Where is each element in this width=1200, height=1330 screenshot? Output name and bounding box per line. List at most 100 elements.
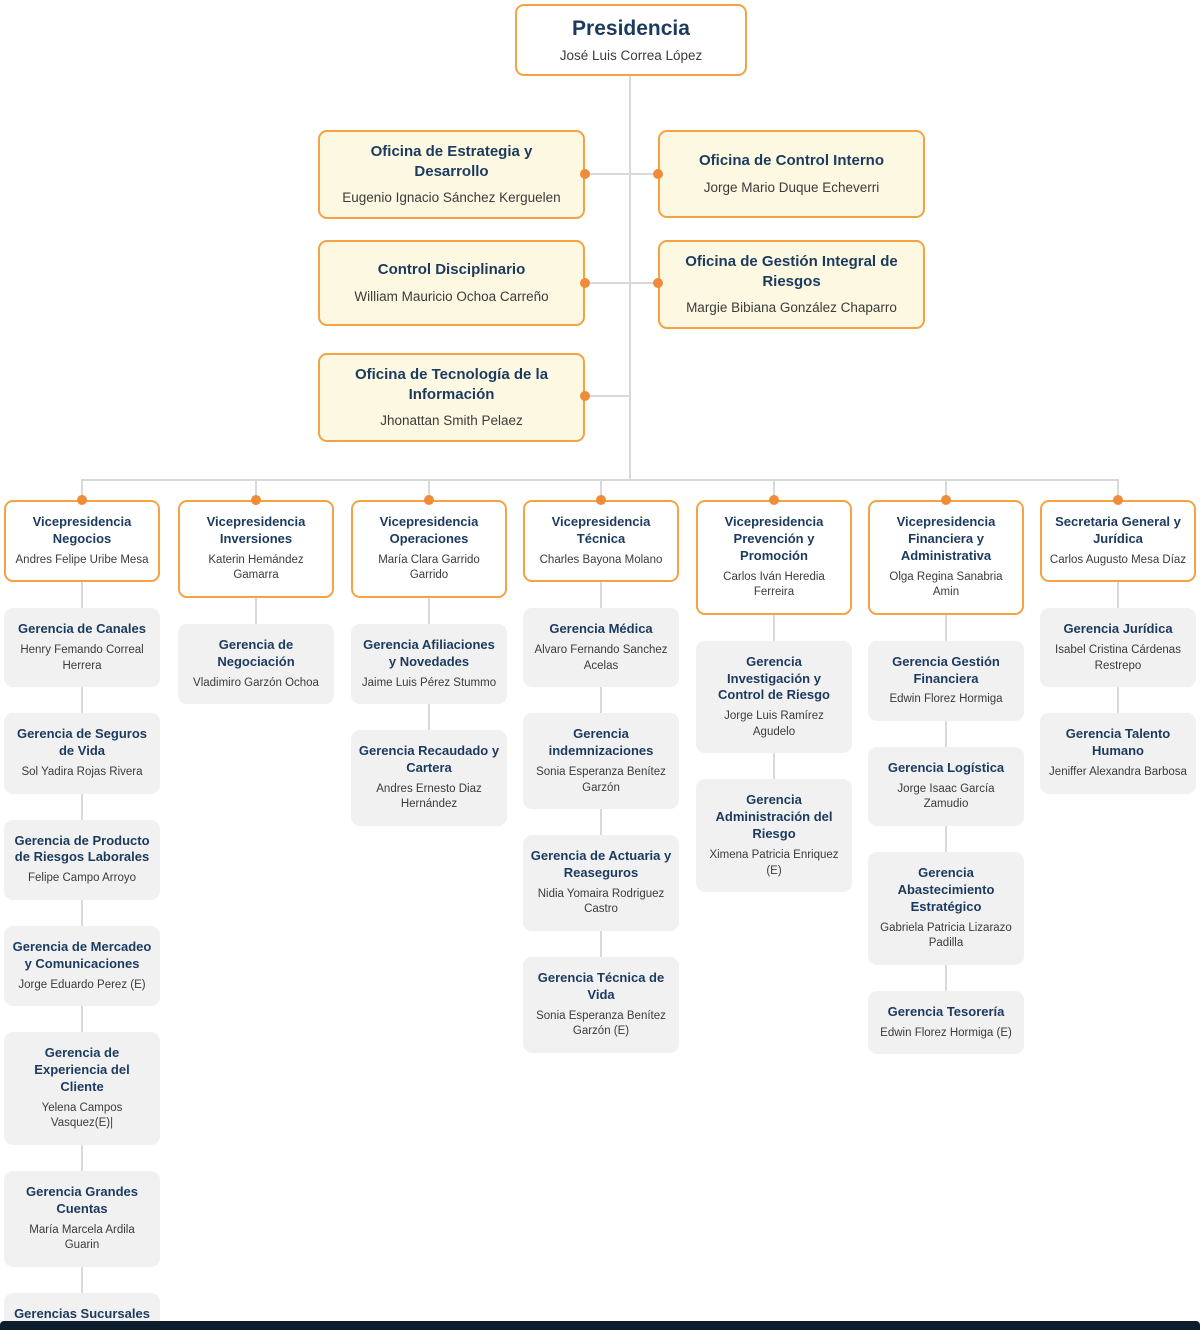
node-title: Vicepresidencia Inversiones <box>206 514 306 546</box>
connector-main-vertical <box>629 76 631 481</box>
node-person: María Clara Garrido Garrido <box>378 553 480 582</box>
node-person: Sonia Esperanza Benítez Garzón <box>536 766 666 794</box>
node-title: Presidencia <box>572 17 690 40</box>
node-title: Secretaria General y Jurídica <box>1055 514 1181 546</box>
connector-drop-5 <box>773 480 775 500</box>
junction-dot <box>653 278 663 288</box>
node-person: Jorge Eduardo Perez (E) <box>18 978 146 991</box>
connector-vertical <box>1117 687 1119 714</box>
node-title: Gerencia de Seguros de Vida <box>16 726 148 759</box>
node-person: Felipe Campo Arroyo <box>27 872 137 885</box>
connector-vertical <box>600 809 602 836</box>
node-person: Edwin Florez Hormiga <box>889 693 1003 706</box>
connector-vertical <box>81 1006 83 1033</box>
connector-vertical <box>81 582 83 609</box>
node-title: Gerencia de Negociación <box>217 636 295 669</box>
connector-row3-horizontal <box>585 395 630 397</box>
connector-vertical <box>600 582 602 609</box>
junction-dot <box>941 495 951 505</box>
node-title: Gerencia Talento Humano <box>1065 726 1171 759</box>
node-title: Vicepresidencia Prevención y Promoción <box>724 514 824 563</box>
node-person: Yelena Campos Vasquez(E)| <box>41 1101 123 1130</box>
node-title: Gerencia Recaudado y Cartera <box>358 743 500 775</box>
node-title: Oficina de Gestión Integral de Riesgos <box>685 253 898 290</box>
junction-dot <box>769 495 779 505</box>
node-title: Gerencia Gestión Financiera <box>892 653 1000 686</box>
junction-dot <box>653 169 663 179</box>
connector-vertical <box>945 614 947 641</box>
node-person: Margie Bibiana González Chaparro <box>686 300 897 315</box>
node-person: Jorge Mario Duque Echeverri <box>703 179 880 195</box>
node-person: Katerin Hemández Gamarra <box>208 553 304 582</box>
junction-dot <box>77 495 87 505</box>
node-title: Oficina de Control Interno <box>698 152 884 170</box>
junction-dot <box>580 391 590 401</box>
node-person: Ximena Patricia Enriquez (E) <box>709 849 839 877</box>
node-person: Vladimiro Garzón Ochoa <box>193 676 319 689</box>
junction-dot <box>596 495 606 505</box>
connector-drop-7 <box>1117 480 1119 500</box>
connector-row2-horizontal <box>585 282 658 284</box>
node-person: Isabel Cristina Cárdenas Restrepo <box>1055 644 1181 672</box>
connector-vertical <box>428 704 430 731</box>
vicepresidencia-node: Vicepresidencia Financiera y Administrat… <box>868 500 1024 615</box>
connector-vertical <box>945 825 947 852</box>
node-title: Gerencia indemnizaciones <box>548 726 654 759</box>
connector-vertical <box>81 687 83 714</box>
node-title: Gerencia Jurídica <box>1063 621 1173 637</box>
node-person: María Marcela Ardila Guarin <box>29 1223 135 1252</box>
node-title: Gerencia Logística <box>887 760 1005 775</box>
node-title: Gerencia de Canales <box>18 621 146 637</box>
node-person: Jorge Isaac García Zamudio <box>897 782 995 811</box>
junction-dot <box>424 495 434 505</box>
node-title: Gerencia Grandes Cuentas <box>26 1183 138 1216</box>
connector-vertical <box>81 793 83 820</box>
connector-drop-2 <box>255 480 257 500</box>
gerencia-node: Gerencia Investigación y Control de Ries… <box>696 640 852 754</box>
node-title: Gerencia Técnica de Vida <box>537 969 665 1002</box>
node-title: Vicepresidencia Negocios <box>32 514 132 546</box>
node-title: Gerencia Administración del Riesgo <box>715 792 833 842</box>
node-title: Gerencia Afiliaciones y Novedades <box>363 636 495 669</box>
node-oficina-control-interno: Oficina de Control Interno Jorge Mario D… <box>658 130 925 218</box>
node-title: Gerencias Sucursales <box>14 1305 150 1321</box>
node-title: Gerencia de Producto de Riesgos Laborale… <box>14 832 150 865</box>
connector-vertical <box>945 721 947 747</box>
node-title: Gerencia Médica <box>549 621 653 637</box>
connector-vertical <box>81 1266 83 1293</box>
node-control-disciplinario: Control Disciplinario William Mauricio O… <box>318 240 585 326</box>
connector-vertical <box>773 753 775 780</box>
node-person: Jorge Luis Ramírez Agudelo <box>724 710 824 738</box>
connector-vertical <box>600 930 602 957</box>
node-person: Gabriela Patricia Lizarazo Padilla <box>880 921 1012 950</box>
node-person: Charles Bayona Molano <box>539 553 663 566</box>
node-title: Control Disciplinario <box>377 261 526 279</box>
node-oficina-tecnologia: Oficina de Tecnología de la Información … <box>318 353 585 442</box>
node-person: Jhonattan Smith Pelaez <box>380 413 523 428</box>
node-person: William Mauricio Ochoa Carreño <box>354 288 549 304</box>
connector-drop-3 <box>428 480 430 500</box>
node-title: Gerencia Tesorería <box>887 1003 1005 1019</box>
node-person: Nidia Yomaira Rodriguez Castro <box>537 887 665 916</box>
connector-row1-horizontal <box>585 173 658 175</box>
junction-dot <box>580 278 590 288</box>
